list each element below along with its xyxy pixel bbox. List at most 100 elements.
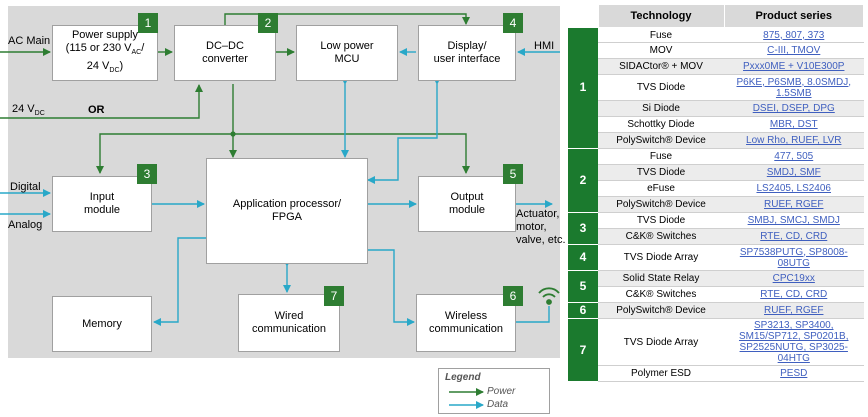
technology-cell: TVS Diode [598, 212, 724, 229]
power-line-24v [0, 84, 203, 119]
technology-cell: Solid State Relay [598, 270, 724, 287]
product-series-link[interactable]: RUEF, RGEF [724, 196, 864, 213]
technology-cell: PolySwitch® Device [598, 302, 724, 319]
power-line-dcdc-to-display [224, 13, 470, 25]
product-series-link[interactable]: Pxxx0ME + V10E300P [724, 58, 864, 75]
badge-2: 2 [258, 13, 278, 33]
data-line-app-memory [153, 234, 213, 326]
header-product-series: Product series [723, 4, 864, 28]
power-line-to-input [96, 133, 233, 174]
technology-cell: PolySwitch® Device [598, 196, 724, 213]
label-or: OR [88, 104, 105, 116]
product-series-link[interactable]: Low Rho, RUEF, LVR [724, 132, 864, 149]
badge-7: 7 [324, 286, 344, 306]
legend-swatches [449, 388, 484, 409]
technology-cell: Si Diode [598, 100, 724, 117]
product-series-link[interactable]: 875, 807, 373 [724, 27, 864, 43]
product-series-link[interactable]: RUEF, RGEF [724, 302, 864, 319]
block-diagram: Power supply (115 or 230 VAC/ 24 VDC) 1 … [0, 6, 566, 414]
badge-5: 5 [503, 164, 523, 184]
legend-title: Legend [445, 372, 481, 383]
data-line-app-display [367, 77, 441, 184]
product-series-link[interactable]: SP3213, SP3400, SM15/SP712, SP0201B, SP2… [724, 318, 864, 366]
antenna-icon [538, 287, 560, 305]
group-cell: 7 [568, 318, 598, 382]
connection-lines [0, 13, 560, 326]
product-series-link[interactable]: PESD [724, 365, 864, 382]
display-ui-block: Display/user interface [418, 25, 516, 81]
group-cell: 1 [568, 27, 598, 149]
technology-cell: SIDACtor® + MOV [598, 58, 724, 75]
technology-cell: C&K® Switches [598, 286, 724, 303]
technology-cell: C&K® Switches [598, 228, 724, 245]
label-24v: 24 VDC [12, 103, 45, 118]
product-series-link[interactable]: C-III, TMOV [724, 42, 864, 59]
product-series-link[interactable]: SMBJ, SMCJ, SMDJ [724, 212, 864, 229]
data-line-app-wireless [361, 246, 415, 326]
technology-cell: TVS Diode [598, 74, 724, 101]
table-header-row: Technology Product series [568, 4, 864, 28]
product-series-link[interactable]: RTE, CD, CRD [724, 286, 864, 303]
legend: Legend Power Data [438, 368, 550, 414]
technology-cell: TVS Diode Array [598, 244, 724, 271]
label-actuator: Actuator, motor, valve, etc. [516, 208, 566, 246]
technology-cell: Fuse [598, 148, 724, 165]
technology-cell: PolySwitch® Device [598, 132, 724, 149]
technology-cell: Fuse [598, 27, 724, 43]
group-cell: 5 [568, 270, 598, 303]
power-junction [230, 131, 236, 137]
product-series-link[interactable]: MBR, DST [724, 116, 864, 133]
product-series-link[interactable]: SMDJ, SMF [724, 164, 864, 181]
badge-1: 1 [138, 13, 158, 33]
technology-cell: Polymer ESD [598, 365, 724, 382]
power-supply-block: Power supply (115 or 230 VAC/ 24 VDC) [52, 25, 158, 81]
product-series-link[interactable]: DSEI, DSEP, DPG [724, 100, 864, 117]
product-series-link[interactable]: SP7538PUTG, SP8008-08UTG [724, 244, 864, 271]
header-group [568, 4, 598, 28]
memory-block: Memory [52, 296, 152, 352]
data-line-wireless-antenna [516, 306, 550, 323]
application-processor-block: Application processor/FPGA [206, 158, 368, 264]
label-ac-main: AC Main [8, 35, 51, 47]
technology-cell: Schottky Diode [598, 116, 724, 133]
technology-cell: TVS Diode Array [598, 318, 724, 366]
product-series-link[interactable]: 477, 505 [724, 148, 864, 165]
group-cell: 4 [568, 244, 598, 271]
product-series-link[interactable]: P6KE, P6SMB, 8.0SMDJ, 1.5SMB [724, 74, 864, 101]
product-series-link[interactable]: RTE, CD, CRD [724, 228, 864, 245]
technology-cell: TVS Diode [598, 164, 724, 181]
technology-cell: eFuse [598, 180, 724, 197]
label-hmi: HMI [534, 40, 555, 52]
power-line-to-output [233, 133, 470, 174]
group-cell: 2 [568, 148, 598, 213]
product-series-link[interactable]: CPC19xx [724, 270, 864, 287]
product-series-link[interactable]: LS2405, LS2406 [724, 180, 864, 197]
group-cell: 6 [568, 302, 598, 319]
badge-3: 3 [137, 164, 157, 184]
label-digital: Digital [10, 181, 41, 193]
group-cell: 3 [568, 212, 598, 245]
label-analog: Analog [8, 219, 43, 231]
header-technology: Technology [597, 4, 725, 28]
